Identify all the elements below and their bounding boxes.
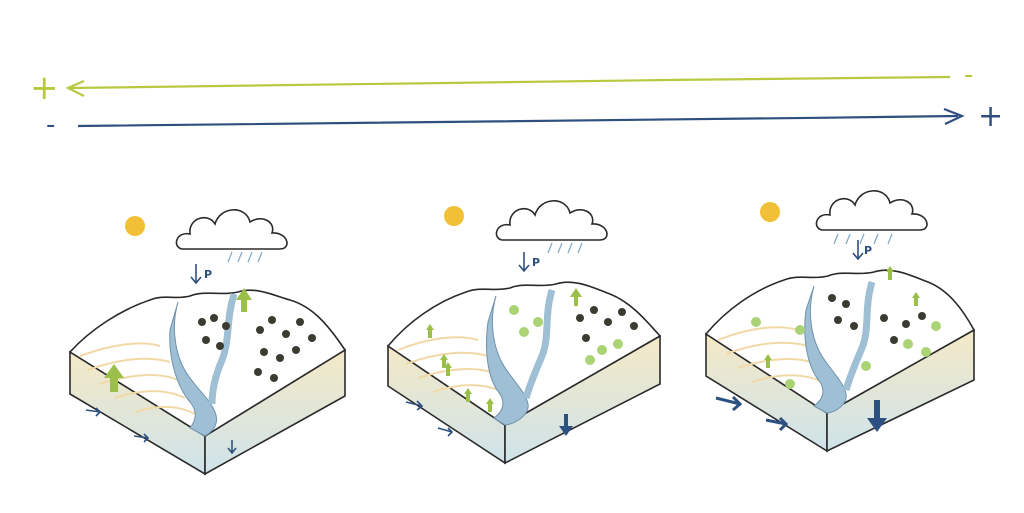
rain-icon <box>833 233 893 245</box>
precipitation-arrow <box>518 252 530 273</box>
green-axis-arrowhead <box>65 79 85 97</box>
down-arrow-blue <box>867 400 887 432</box>
groundwater-arrows <box>405 400 454 437</box>
green-gradient-axis: + - <box>30 60 973 108</box>
rain-icon <box>227 251 263 263</box>
farm-fields <box>79 342 196 415</box>
cloud-icon <box>175 209 288 250</box>
river-tributary <box>208 292 238 405</box>
green-axis-left-sign: + <box>30 68 59 108</box>
sun-icon <box>760 202 780 222</box>
trees-dark <box>828 294 926 344</box>
cloud-icon <box>495 200 608 241</box>
precipitation-arrow <box>190 264 202 285</box>
blue-axis-right-sign: + <box>978 99 1003 134</box>
precipitation-label: P <box>204 268 212 281</box>
rain-icon <box>547 242 583 254</box>
sun-icon <box>444 206 464 226</box>
cloud-icon <box>815 190 928 231</box>
river <box>804 285 847 414</box>
river-tributary <box>522 288 556 399</box>
groundwater-arrows <box>85 407 237 455</box>
blue-axis-left-sign: - <box>46 110 55 140</box>
panel-2: P <box>386 200 662 465</box>
green-axis-arrow-line <box>69 75 951 90</box>
panel-3: P <box>704 190 976 453</box>
trees-light <box>509 305 623 365</box>
blue-axis-arrowhead <box>943 107 965 125</box>
up-arrows-green <box>426 288 582 412</box>
block-top-surface <box>386 281 662 426</box>
sun-icon <box>125 216 145 236</box>
down-arrow-blue <box>559 414 573 436</box>
trees-light <box>751 317 941 389</box>
blue-gradient-axis: - + <box>46 99 1003 140</box>
river-tributary <box>842 280 876 391</box>
up-arrows-green <box>104 288 252 392</box>
precipitation-label: P <box>532 256 540 269</box>
river <box>486 295 529 426</box>
groundwater-arrows <box>715 395 789 432</box>
up-arrows-green <box>764 266 920 368</box>
trees-dark <box>576 306 638 342</box>
trees-dark <box>198 314 316 382</box>
panel-1: P <box>68 209 347 476</box>
green-axis-right-sign: - <box>964 60 973 90</box>
precipitation-arrow <box>852 240 864 261</box>
precipitation-label: P <box>864 244 872 257</box>
river <box>169 301 218 437</box>
block-top-surface <box>68 289 347 437</box>
blue-axis-arrow-line <box>77 114 959 128</box>
